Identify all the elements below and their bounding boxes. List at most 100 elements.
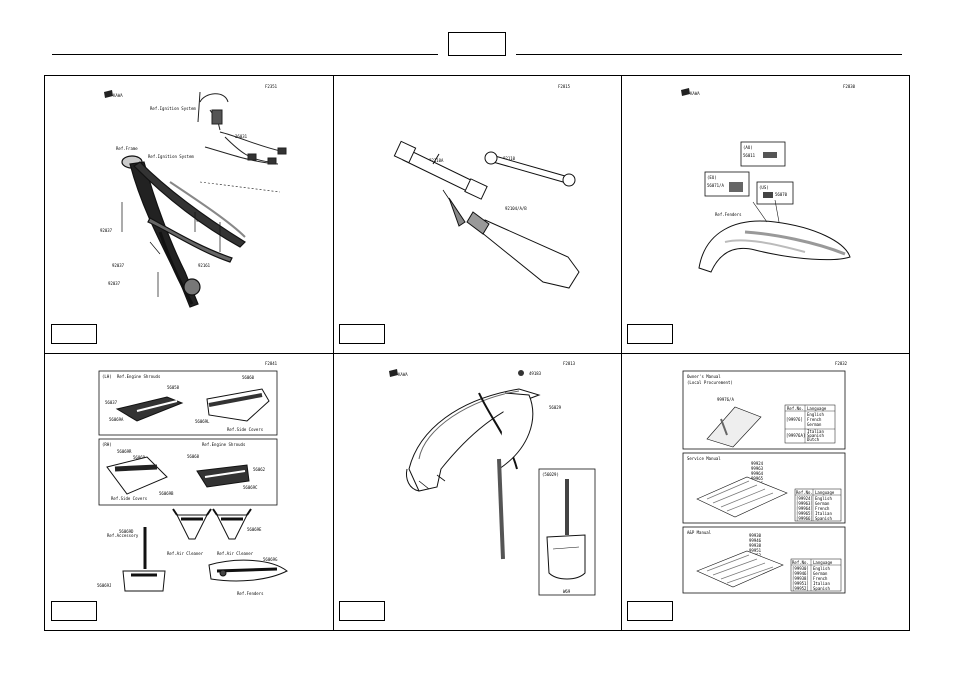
fender-drawing [698, 199, 851, 273]
label-part-56062: 56062 [253, 467, 266, 472]
service-manual-book-drawing [696, 476, 788, 518]
ref-box-2 [339, 324, 385, 344]
label-ref-side-covers-1: Ref.Side Covers [227, 427, 264, 432]
service-row-1-lang: English [815, 496, 832, 501]
label-part-56069: 56069 [133, 455, 146, 460]
parts-manual-table [790, 558, 842, 592]
ref-box-6 [627, 601, 673, 621]
label-ref-ignition-top: Ref.Ignition System [150, 106, 196, 111]
label-part-56069l: 56069L [195, 419, 210, 424]
label-part-56068: 56068 [187, 454, 200, 459]
label-part-92037-a: 92037 [100, 228, 113, 233]
figure-manuals: F2832 Owner's Manual (Local Procurement)… [677, 359, 861, 595]
label-part-56037: 56037 [105, 400, 118, 405]
label-ref-accessory: Ref.Accessory [107, 533, 139, 538]
label-part-92110: 92110 [503, 156, 516, 161]
label-part-56069j: 56069J [97, 583, 111, 588]
panel-labels: KAWA F2830 (AU) 56011 (EU) 56071/A (US) … [621, 76, 911, 353]
service-row-3-ref: [99964] [796, 506, 813, 511]
owners-manual-subtitle: (Local Procurement) [687, 380, 733, 385]
label-ref-frame: Ref.Frame [116, 146, 138, 151]
parts-table-header-lang: Language [813, 560, 833, 565]
ref-box-1 [51, 324, 97, 344]
ref-box-4 [51, 601, 97, 621]
label-part-26031: 26031 [235, 134, 248, 139]
parts-part-4: 99951 [749, 548, 762, 553]
kawasaki-logo-icon: KAWA [389, 369, 408, 377]
header-rule-right [516, 54, 902, 55]
air-cleaner-decal-right [212, 508, 252, 540]
label-ref-engine-shrouds-1: Ref.Engine Shrouds [117, 374, 161, 379]
figure-code: F2813 [563, 361, 576, 366]
owners-table-header-lang: Language [807, 406, 827, 411]
label-part-56071: 56071/A [707, 183, 724, 188]
figure-code: F2815 [558, 84, 571, 89]
figure-frame: KAWA F2351 Ref.Ignition System Ref.Frame… [100, 82, 306, 320]
label-part-56069r: 56069R [117, 449, 132, 454]
kawasaki-logo-icon: KAWA [104, 90, 123, 98]
service-row-5-ref: [99966] [796, 516, 813, 521]
rear-fender-decal-drawing [208, 559, 288, 582]
label-lh: (LH) [102, 374, 112, 379]
service-table-header-lang: Language [815, 490, 835, 495]
label-region-au: (AU) [743, 145, 753, 150]
kawasaki-logo-icon: KAWA [681, 88, 700, 96]
svg-text:KAWA: KAWA [690, 91, 700, 96]
svg-text:KAWA: KAWA [113, 93, 123, 98]
label-part-56069c: 56069C [243, 485, 258, 490]
owners-lang-3: German [807, 422, 822, 427]
label-part-49183: 49183 [529, 371, 542, 376]
service-row-1-ref: [99924] [796, 496, 813, 501]
owners-ref-1: [99976] [786, 417, 803, 422]
parts-row-2-lang: German [813, 571, 828, 576]
figure-code: F2830 [843, 84, 856, 89]
owners-lang-6: Dutch [807, 437, 820, 442]
label-ref-side-covers-2: Ref.Side Covers [111, 496, 148, 501]
socket-wrench-drawing [393, 140, 488, 200]
parts-part-2: 99946 [749, 538, 762, 543]
parts-row-5-ref: [99952] [792, 586, 809, 591]
parts-row-5-lang: Spanish [813, 586, 830, 591]
figure-code: F2351 [265, 84, 278, 89]
label-part-56069d: 56069D [119, 529, 134, 534]
figure-tools: F2815 92110A 92110 92104/A/B [393, 82, 597, 320]
label-ref-fenders: Ref.Fenders [237, 591, 264, 596]
label-part-56058: 56058 [167, 385, 180, 390]
owners-lang-5: Spanish [807, 433, 824, 438]
owners-lang-4: Italian [807, 429, 824, 434]
label-part-56070: 56070 [775, 192, 788, 197]
figure-labels: KAWA F2830 (AU) 56011 (EU) 56071/A (US) … [675, 82, 871, 282]
parts-row-2-ref: [99946] [792, 571, 809, 576]
service-row-3-lang: French [815, 506, 830, 511]
label-part-92104: 92104/A/B [505, 206, 527, 211]
label-part-56069b: 56069B [159, 491, 174, 496]
wiring-harness-drawing [197, 91, 287, 165]
service-row-4-ref: [99965] [796, 511, 813, 516]
figure-code: F2832 [835, 361, 848, 366]
parts-table-header-ref: Ref.No. [792, 560, 809, 565]
label-ref-fenders: Ref.Fenders [715, 212, 742, 217]
label-ref-air-cleaner-1: Ref.Air Cleaner [167, 551, 204, 556]
owners-lang-2: French [807, 417, 822, 422]
label-ref-ignition-mid: Ref.Ignition System [148, 154, 194, 159]
parts-manual-title: A&P Manual [687, 530, 712, 535]
label-part-92161: 92161 [198, 263, 211, 268]
service-row-2-ref: [99963] [796, 501, 813, 506]
label-region-eu: (EU) [707, 175, 717, 180]
label-part-56029: 56029 [549, 405, 562, 410]
label-part-56069g: 56069G [263, 557, 278, 562]
label-part-56069a: 56069A [109, 417, 124, 422]
panel-tools: F2815 92110A 92110 92104/A/B [333, 76, 621, 353]
label-part-92037-d: 92037 [108, 281, 121, 286]
owners-manual-part: 99976/A [717, 397, 734, 402]
service-row-4-lang: Italian [815, 511, 832, 516]
spanner-drawing [484, 151, 576, 187]
service-manual-table [794, 488, 842, 522]
ref-box-5 [339, 601, 385, 621]
figure-decals: F2841 (LH) Ref.Engine Shrouds Ref.Side C… [97, 359, 303, 597]
parts-row-3-ref: [99938] [792, 576, 809, 581]
parts-part-3: 99938 [749, 543, 762, 548]
number-plate-drawing [122, 527, 166, 592]
panel-frame-wiring: KAWA F2351 Ref.Ignition System Ref.Frame… [45, 76, 333, 353]
owners-manual-book-drawing [706, 406, 762, 448]
